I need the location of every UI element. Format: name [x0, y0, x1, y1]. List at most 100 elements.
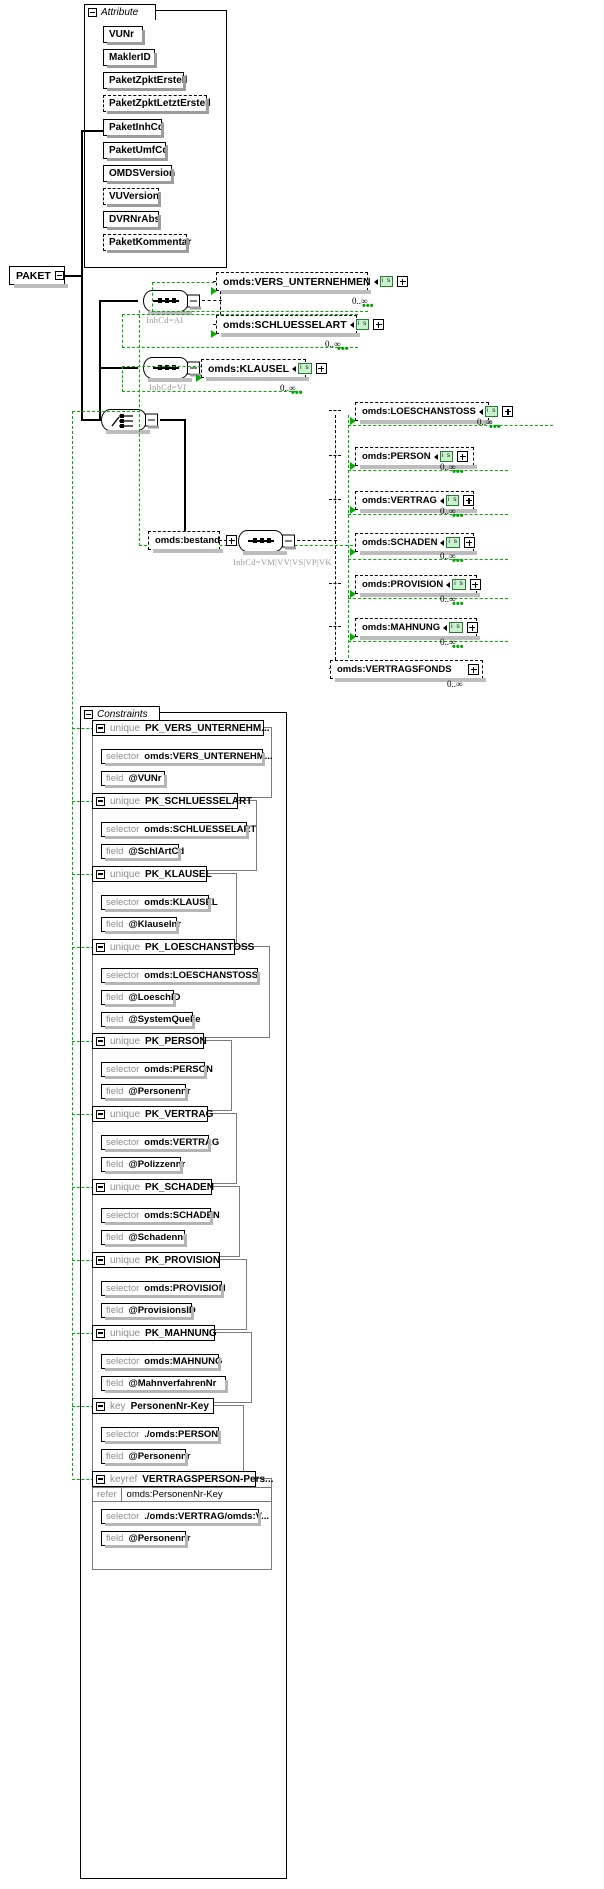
constraint-field[interactable]: field @Klauselnr	[101, 917, 181, 934]
constraint-selector[interactable]: selector ./omds:VERTRAG/omds:V...	[101, 1509, 269, 1526]
sequence-compositor-bestand[interactable]	[238, 530, 296, 555]
collapse-icon[interactable]	[96, 1474, 105, 1484]
constraint-field[interactable]: field @VUNr	[101, 771, 167, 788]
attribute-paketzpktletzterstell[interactable]: PaketZpktLetztErstell	[103, 95, 211, 114]
expand-icon[interactable]	[463, 495, 475, 506]
collapse-icon[interactable]	[96, 1109, 105, 1119]
connector	[99, 300, 101, 420]
collapse-icon[interactable]	[187, 294, 201, 310]
collapse-icon[interactable]	[96, 796, 105, 806]
element-provision[interactable]: omds:PROVISION i s	[355, 575, 481, 597]
constraint-selector[interactable]: selector omds:KLAUSEL	[101, 895, 218, 912]
constraint-selector[interactable]: selector omds:LOESCHANSTOSS	[101, 968, 260, 985]
element-bestand[interactable]: omds:bestand	[148, 531, 223, 553]
identity-constraint-badge: i s	[445, 495, 460, 506]
constraint-field[interactable]: field @Polizzennr	[101, 1157, 185, 1174]
collapse-icon[interactable]	[96, 942, 105, 952]
constraint-header[interactable]: unique PK_LOESCHANSTOSS	[92, 939, 254, 955]
element-loeschanstoss[interactable]: omds:LOESCHANSTOSS i s	[355, 402, 514, 424]
expand-icon[interactable]	[315, 363, 327, 374]
element-vertragsfonds[interactable]: omds:VERTRAGSFONDS	[330, 660, 486, 682]
constraint-selector[interactable]: selector omds:SCHADEN	[101, 1208, 220, 1225]
constraint-field[interactable]: field @SystemQuelle	[101, 1012, 201, 1029]
collapse-icon[interactable]	[282, 534, 296, 550]
constraint-name: PK_LOESCHANSTOSS	[145, 941, 255, 953]
collapse-icon[interactable]	[88, 8, 97, 17]
constraint-field[interactable]: field @MahnverfahrenNr	[101, 1376, 228, 1393]
constraint-selector[interactable]: selector omds:PROVISION	[101, 1281, 226, 1298]
element-klausel[interactable]: omds:KLAUSEL i s	[201, 359, 327, 381]
expand-icon-bestand[interactable]	[226, 535, 237, 546]
collapse-icon[interactable]	[187, 361, 201, 377]
selection-dots-icon: •••	[452, 598, 464, 610]
constraint-header[interactable]: unique PK_SCHLUESSELART	[92, 793, 252, 809]
constraint-header[interactable]: key PersonenNr-Key	[92, 1398, 214, 1414]
constraint-header[interactable]: unique PK_PROVISION	[92, 1252, 220, 1268]
expand-icon[interactable]	[502, 406, 514, 417]
constraint-selector[interactable]: selector omds:VERTRAG	[101, 1135, 219, 1152]
selection-line	[72, 1479, 94, 1480]
constraint-field[interactable]: field @Personennr	[101, 1084, 191, 1101]
attribute-vuversion[interactable]: VUVersion	[103, 188, 161, 207]
constraints-group-tab[interactable]: Constraints	[80, 706, 160, 722]
choice-compositor[interactable]	[101, 409, 159, 434]
expand-icon[interactable]	[457, 451, 469, 462]
constraint-field[interactable]: field @Personennr	[101, 1449, 191, 1466]
constraint-selector[interactable]: selector omds:MAHNUNG	[101, 1354, 222, 1371]
connector	[220, 281, 221, 325]
type-arrow-icon	[443, 624, 448, 631]
constraint-selector[interactable]: selector omds:SCHLUESSELART	[101, 822, 256, 839]
constraint-field[interactable]: field @ProvisionsID	[101, 1303, 196, 1320]
constraint-selector[interactable]: selector omds:PERSON	[101, 1062, 213, 1079]
constraint-refer[interactable]: refer omds:PersonenNr-Key	[92, 1487, 272, 1502]
attribute-vunr[interactable]: VUNr	[103, 26, 145, 45]
root-element-paket[interactable]: PAKET	[9, 266, 68, 288]
sequence-compositor-vi[interactable]	[143, 357, 201, 382]
expand-icon[interactable]	[466, 622, 478, 633]
attribute-dvrnrabs[interactable]: DVRNrAbs	[103, 211, 161, 230]
constraint-header[interactable]: unique PK_PERSON	[92, 1033, 207, 1049]
collapse-icon[interactable]	[96, 1328, 105, 1338]
constraint-header[interactable]: unique PK_KLAUSEL	[92, 866, 212, 882]
element-mahnung[interactable]: omds:MAHNUNG i s	[355, 618, 480, 640]
constraint-header[interactable]: unique PK_VERS_UNTERNEHM...	[92, 720, 270, 736]
constraint-header[interactable]: unique PK_MAHNUNG	[92, 1325, 217, 1341]
collapse-icon[interactable]	[96, 1255, 105, 1265]
expand-icon[interactable]	[397, 276, 409, 287]
collapse-icon[interactable]	[145, 413, 159, 429]
constraint-field[interactable]: field @Personennr	[101, 1531, 191, 1548]
constraint-field[interactable]: field @SchlArtCd	[101, 844, 184, 861]
expand-icon[interactable]	[373, 319, 385, 330]
constraint-header[interactable]: keyref VERTRAGSPERSON-Pers...	[92, 1471, 273, 1487]
attribute-group-tab[interactable]: Attribute	[84, 4, 156, 20]
constraint-header[interactable]: unique PK_VERTRAG	[92, 1106, 213, 1122]
element-person[interactable]: omds:PERSON i s	[355, 447, 477, 469]
attribute-maklerid[interactable]: MaklerID	[103, 49, 157, 68]
element-vertrag[interactable]: omds:VERTRAG i s	[355, 491, 477, 513]
collapse-icon[interactable]	[96, 869, 105, 879]
constraint-field[interactable]: field @Schadennr	[101, 1230, 187, 1247]
attribute-paketinhcd[interactable]: PaketInhCd	[103, 119, 164, 138]
collapse-icon[interactable]	[96, 1036, 105, 1046]
collapse-icon[interactable]	[96, 1182, 105, 1192]
attribute-omdsversion[interactable]: OMDSVersion	[103, 165, 175, 184]
expand-icon[interactable]	[469, 579, 481, 590]
element-schaden[interactable]: omds:SCHADEN i s	[355, 533, 477, 555]
attribute-paketumfcd[interactable]: PaketUmfCd	[103, 142, 168, 161]
collapse-icon[interactable]	[96, 723, 105, 733]
collapse-icon[interactable]	[84, 710, 93, 719]
attribute-paketkommentar[interactable]: PaketKommentar	[103, 234, 191, 253]
constraint-header[interactable]: unique PK_SCHADEN	[92, 1179, 214, 1195]
constraint-selector[interactable]: selector omds:VERS_UNTERNEHM...	[101, 749, 273, 766]
field-keyword: field	[106, 1305, 124, 1316]
attribute-paketzpkterstell[interactable]: PaketZpktErstell	[103, 72, 187, 91]
constraint-selector[interactable]: selector ./omds:PERSON	[101, 1427, 221, 1444]
expand-icon[interactable]	[463, 537, 475, 548]
constraint-field[interactable]: field @LoeschID	[101, 990, 180, 1007]
element-vers-unternehmen[interactable]: omds:VERS_UNTERNEHMEN i s	[216, 272, 409, 294]
collapse-icon[interactable]	[54, 271, 64, 280]
collapse-icon[interactable]	[96, 1401, 105, 1411]
element-label: omds:bestand	[155, 535, 220, 546]
element-schluesselart[interactable]: omds:SCHLUESSELART i s	[216, 315, 385, 337]
expand-icon[interactable]	[468, 664, 479, 675]
